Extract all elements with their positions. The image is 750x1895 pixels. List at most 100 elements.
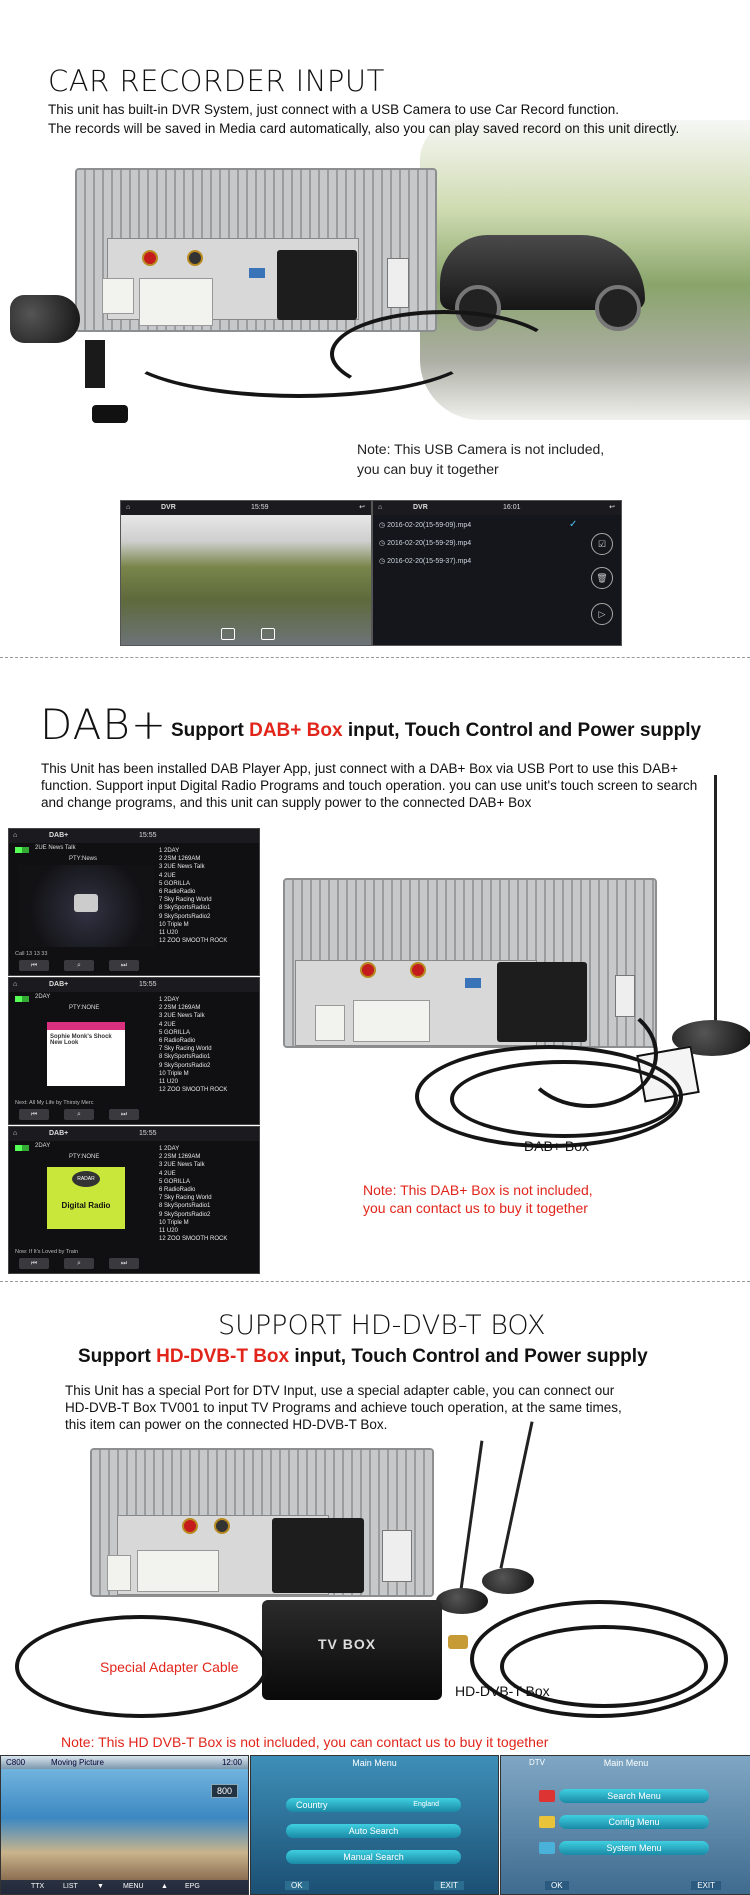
channel-number: C800 (6, 1758, 26, 1767)
search-button[interactable]: ⌕ (64, 1258, 94, 1269)
clock-icon: ◷ (379, 558, 388, 565)
list-item[interactable]: 3 2UE News Talk (159, 1013, 205, 1020)
list-item[interactable]: 5 GORILLA (159, 880, 191, 887)
list-item[interactable]: 6 RadioRadio (159, 889, 196, 896)
next-button[interactable]: ⏭ (109, 1109, 139, 1120)
ok-button[interactable]: OK (545, 1881, 569, 1890)
adapter-cable (15, 1615, 268, 1718)
list-item[interactable]: 1 2DAY (159, 1146, 180, 1152)
menu-title: Main Menu (603, 1758, 649, 1768)
list-item[interactable]: 6 RadioRadio (159, 1187, 196, 1194)
list-item[interactable]: 4 2UE (159, 1021, 176, 1028)
list-item[interactable]: 7 Sky Racing World (159, 1046, 212, 1053)
list-item[interactable]: 8 SkySportsRadio1 (159, 905, 211, 912)
up-arrow-icon[interactable]: ▲ (161, 1883, 168, 1890)
system-menu-item[interactable]: System Menu (559, 1841, 709, 1855)
list-item[interactable]: 12 ZOO SMOOTH ROCK (159, 1087, 228, 1094)
list-item[interactable]: 2 2SM 1269AM (159, 1005, 201, 1012)
home-icon[interactable]: ⌂ (126, 504, 131, 511)
prev-button[interactable]: ⏮ (19, 960, 49, 971)
list-item[interactable]: 2 2SM 1269AM (159, 856, 201, 863)
list-item[interactable]: 9 SkySportsRadio2 (159, 1211, 211, 1218)
list-item[interactable]: 9 SkySportsRadio2 (159, 913, 211, 920)
list-item[interactable]: 2 2SM 1269AM (159, 1154, 201, 1161)
camera-icon[interactable] (261, 628, 275, 640)
file-item[interactable]: ◷ 2016-02-20(15-59-37).mp4 (379, 558, 472, 565)
back-icon[interactable]: ↩ (609, 504, 615, 511)
tv-screen-dtv-menu: DTV Main Menu Search Menu Config Menu Sy… (500, 1755, 750, 1895)
list-item[interactable]: 11 U20 (159, 1228, 178, 1235)
select-all-icon[interactable]: ☑ (591, 533, 613, 555)
next-button[interactable]: ⏭ (109, 1258, 139, 1269)
manual-search-item[interactable]: Manual Search (286, 1850, 461, 1864)
menu-title: Main Menu (352, 1758, 397, 1768)
prev-button[interactable]: ⏮ (19, 1258, 49, 1269)
delete-icon[interactable]: 🗑 (591, 567, 613, 589)
next-button[interactable]: ⏭ (109, 960, 139, 971)
list-item[interactable]: 1 2DAY (159, 848, 180, 854)
list-item[interactable]: 10 Triple M (159, 1219, 189, 1226)
list-item[interactable]: 8 SkySportsRadio1 (159, 1054, 211, 1061)
car-recorder-desc-1: This unit has built-in DVR System, just … (48, 102, 619, 117)
search-button[interactable]: ⌕ (64, 960, 94, 971)
prev-button[interactable]: ⏮ (19, 1109, 49, 1120)
dtv-tag: DTV (529, 1758, 545, 1767)
list-item[interactable]: 9 SkySportsRadio2 (159, 1062, 211, 1069)
list-item[interactable]: 5 GORILLA (159, 1029, 191, 1036)
list-item[interactable]: 10 Triple M (159, 921, 189, 928)
tv-screen-main-menu: Main Menu Country England Auto Search Ma… (250, 1755, 499, 1895)
list-item[interactable]: 12 ZOO SMOOTH ROCK (159, 1236, 228, 1243)
slideshow-card: Sophie Monk's Shock New Look (47, 1022, 125, 1086)
home-icon[interactable]: ⌂ (13, 981, 18, 988)
antenna-cable (520, 1000, 658, 1108)
antenna-port (360, 962, 376, 978)
dvr-live-screen[interactable]: ⌂ DVR 15:59 ↩ (120, 500, 372, 646)
list-item[interactable]: 6 RadioRadio (159, 1038, 196, 1045)
exit-button[interactable]: EXIT (434, 1881, 464, 1890)
file-item[interactable]: ◷ 2016-02-20(15-59-29).mp4 (379, 540, 472, 547)
list-item[interactable]: 8 SkySportsRadio1 (159, 1203, 211, 1210)
list-item[interactable]: 7 Sky Racing World (159, 897, 212, 904)
tv-antenna-base (482, 1568, 534, 1594)
list-item[interactable]: 7 Sky Racing World (159, 1195, 212, 1202)
record-icon[interactable] (221, 628, 235, 640)
tv-box-label: TV BOX (318, 1636, 377, 1652)
menu-button[interactable]: MENU (123, 1883, 144, 1890)
ttx-button[interactable]: TTX (31, 1883, 45, 1890)
config-menu-item[interactable]: Config Menu (559, 1815, 709, 1829)
camera-note-2: you can buy it together (357, 461, 499, 477)
list-item[interactable]: 11 U20 (159, 930, 178, 937)
search-button[interactable]: ⌕ (64, 1109, 94, 1120)
play-icon[interactable]: ▷ (591, 603, 613, 625)
epg-button[interactable]: EPG (185, 1883, 200, 1890)
list-item[interactable]: 1 2DAY (159, 997, 180, 1003)
auto-search-item[interactable]: Auto Search (286, 1824, 461, 1838)
back-icon[interactable]: ↩ (359, 504, 365, 511)
home-icon[interactable]: ⌂ (378, 504, 383, 511)
list-item[interactable]: 4 2UE (159, 1170, 176, 1177)
home-icon[interactable]: ⌂ (13, 832, 18, 839)
file-item[interactable]: ◷ 2016-02-20(15-59-09).mp4 (379, 522, 472, 529)
list-button[interactable]: LIST (63, 1883, 78, 1890)
country-row[interactable]: Country England (286, 1798, 461, 1812)
dvbt-desc-1: This Unit has a special Port for DTV Inp… (65, 1383, 615, 1398)
list-item[interactable]: 12 ZOO SMOOTH ROCK (159, 938, 228, 945)
channel-counter: 800 (210, 1784, 238, 1798)
ok-button[interactable]: OK (285, 1881, 309, 1890)
list-item[interactable]: 10 Triple M (159, 1070, 189, 1077)
adapter-cable (500, 1625, 708, 1708)
clock-icon: ◷ (379, 540, 388, 547)
pty-label: PTY:NONE (69, 1005, 100, 1011)
list-item[interactable]: 3 2UE News Talk (159, 864, 205, 871)
station-name: 2DAY (35, 1143, 51, 1149)
exit-button[interactable]: EXIT (691, 1881, 721, 1890)
list-item[interactable]: 5 GORILLA (159, 1178, 191, 1185)
down-arrow-icon[interactable]: ▼ (97, 1883, 104, 1890)
list-item[interactable]: 11 U20 (159, 1079, 178, 1086)
list-item[interactable]: 3 2UE News Talk (159, 1162, 205, 1169)
section-divider (0, 1281, 750, 1282)
home-icon[interactable]: ⌂ (13, 1130, 18, 1137)
search-menu-item[interactable]: Search Menu (559, 1789, 709, 1803)
list-item[interactable]: 4 2UE (159, 872, 176, 879)
